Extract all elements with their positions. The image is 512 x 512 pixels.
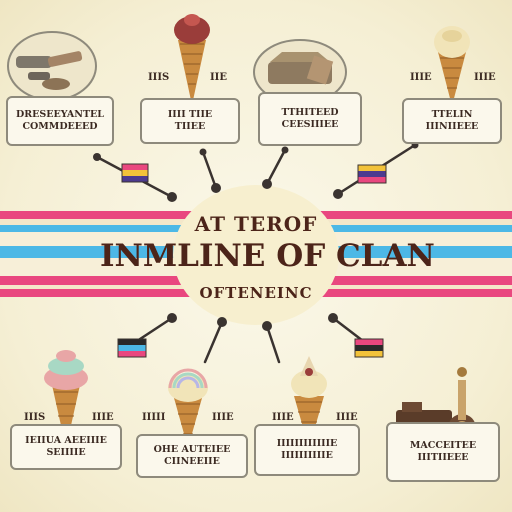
side-label: IIIS [148,72,170,83]
ice-cream-cone-icon [434,26,470,106]
side-label: IIIE [336,412,358,423]
info-box-label: TIIEE [174,121,206,132]
flag-icon [121,163,149,183]
cake-icon [268,52,334,85]
info-box-bottom-2: OHE AUTEIEE CIINEEIIE [136,434,248,478]
title-line-1: AT TEROF [194,212,318,236]
ice-cream-cone-icon [44,350,88,448]
connector-lines-bottom [123,316,369,364]
info-box-top-3: TTHITEED CEESIIIEE [258,92,362,146]
ice-cream-cone-icon [174,14,210,105]
info-box-bottom-1: IEIIUA AEEIIIE SEIIIIE [10,424,122,470]
info-box-bottom-3: IIIIIIIIIIIIE IIIIIIIIIIE [254,424,360,476]
side-label: IIIE [272,412,294,423]
info-box-label: IIII TIIE [167,109,213,120]
info-box-label: IIITIIEEE [417,452,469,463]
info-box-top-2: IIII TIIE TIIEE [140,98,240,144]
info-box-label: CEESIIIEE [281,119,339,130]
ice-cream-cone-icon [168,368,208,448]
side-label: IIIE [92,412,114,423]
info-box-label: SEIIIIE [46,447,86,458]
side-label: IIIS [24,412,46,423]
flag-icon [354,338,384,358]
info-box-label: TTELIN [431,109,473,120]
info-box-label: COMMDEEED [22,121,98,132]
info-box-label: IEIIUA AEEIIIE [25,435,107,446]
info-box-top-1: DRESEEYANTEL COMMDEEED [6,96,114,146]
title-line-2: INMLINE OF CLAN [100,238,435,274]
tools-icon [16,51,83,90]
info-box-label: OHE AUTEIEE [153,444,231,455]
side-label: IIIE [410,72,432,83]
info-box-label: TTHITEED [281,107,339,118]
info-box-bottom-4: MACCEITEE IIITIIEEE [386,422,500,482]
side-label: IIIE [474,72,496,83]
center-circle [173,185,339,325]
ice-cream-cone-icon [291,356,327,448]
side-label: IIIII [142,412,166,423]
info-box-label: IIIIIIIIIIIIE [276,438,338,449]
side-label: IIE [210,72,227,83]
flag-icon [117,338,147,358]
side-label: IIIE [212,412,234,423]
connector-dots-top [93,141,419,202]
title-line-3: OFTENEINC [199,284,313,302]
info-box-label: IIIIIIIIIIE [281,450,333,461]
info-box-label: DRESEEYANTEL [16,109,104,120]
info-box-top-4: TTELIN IIINIIEEE [402,98,502,144]
info-box-label: IIINIIEEE [425,121,479,132]
info-box-label: CIINEEIIE [164,456,220,467]
info-box-label: MACCEITEE [409,440,477,451]
connector-dots-bottom [167,313,338,331]
flag-icon [357,164,387,184]
